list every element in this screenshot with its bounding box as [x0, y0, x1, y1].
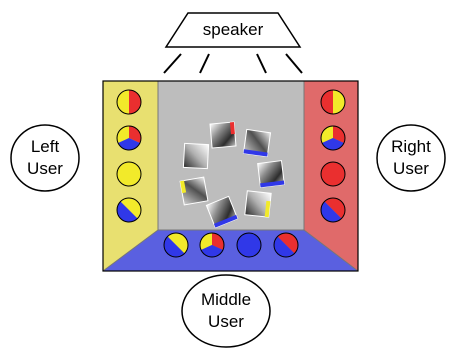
sound-line [285, 53, 303, 74]
middle-user-circle [181, 274, 271, 348]
token-yellow-red-blue[interactable] [116, 125, 142, 151]
photo-tile[interactable] [257, 160, 285, 188]
left-wall-tokens [116, 89, 142, 223]
speaker-group: speaker [163, 12, 303, 74]
token-yellow-red[interactable] [116, 89, 142, 115]
wall-edge [102, 229, 159, 272]
token-blue[interactable] [236, 232, 262, 258]
right-user-label-line1: Right [391, 137, 431, 156]
sound-line [199, 53, 210, 74]
left-user: Left User [10, 124, 80, 192]
floor-tokens [163, 232, 299, 258]
token-yellow-red[interactable] [320, 89, 346, 115]
wall-edge [303, 229, 359, 272]
token-yellow-red-blue[interactable] [199, 232, 225, 258]
photo-tiles [179, 121, 285, 229]
left-user-circle [10, 124, 80, 192]
tabletop-border [102, 80, 359, 272]
token-red[interactable] [320, 161, 346, 187]
photo-tile[interactable] [182, 142, 210, 170]
token-red-blue[interactable] [320, 197, 346, 223]
middle-user-label-line2: User [208, 312, 244, 331]
left-user-label-line1: Left [31, 137, 60, 156]
right-user: Right User [376, 124, 446, 192]
token-yellow[interactable] [116, 161, 142, 187]
middle-user-label-line1: Middle [201, 290, 251, 309]
photo-tile[interactable] [242, 128, 272, 158]
right-user-label-line2: User [393, 159, 429, 178]
photo-tile[interactable] [209, 121, 237, 149]
middle-user: Middle User [181, 274, 271, 348]
sound-line [256, 53, 267, 74]
token-yellow-blue[interactable] [163, 232, 189, 258]
right-user-circle [376, 124, 446, 192]
right-wall-tokens [320, 89, 346, 223]
photo-tile[interactable] [244, 190, 272, 218]
token-red-blue[interactable] [273, 232, 299, 258]
left-user-label-line2: User [27, 159, 63, 178]
photo-tile[interactable] [205, 195, 239, 229]
speaker-label: speaker [203, 20, 264, 39]
sound-line [163, 53, 182, 74]
speaker-icon [164, 12, 302, 48]
photo-tile[interactable] [179, 176, 209, 206]
token-yellow-blue[interactable] [116, 197, 142, 223]
token-yellow-red-blue[interactable] [320, 125, 346, 151]
